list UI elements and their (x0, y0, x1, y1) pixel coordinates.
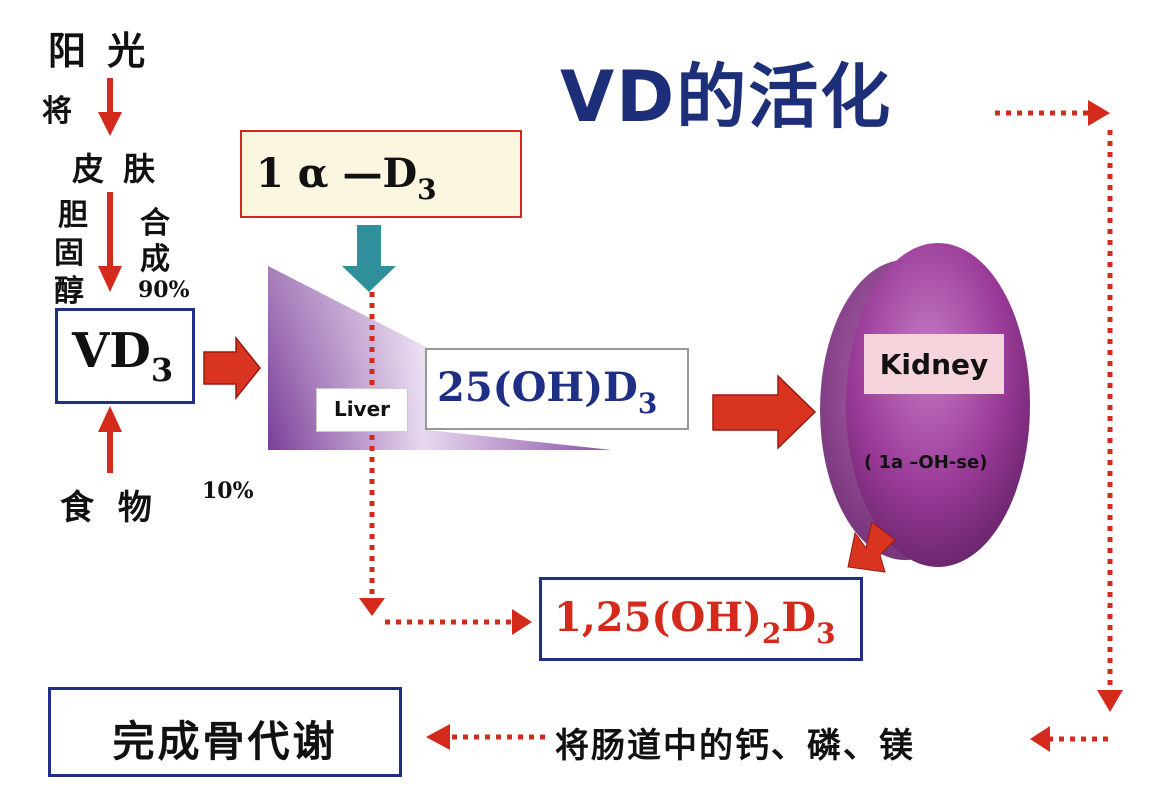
liver-dotted-down-head (359, 598, 385, 616)
page-title: VD的活化 (560, 56, 893, 138)
kidney-to-final-arrow (847, 521, 896, 573)
title-dotted-right-head (1088, 100, 1110, 126)
right-dotted-down-head (1097, 690, 1123, 712)
synthesis-label-2: 成 (140, 242, 170, 277)
kidney-label: Kidney (864, 334, 1004, 394)
synthesis-label-1: 合 (140, 206, 170, 241)
alpha-down-arrow (342, 225, 396, 292)
cholesterol-label-1: 胆 (58, 198, 88, 233)
cholesterol-label-3: 醇 (54, 274, 84, 309)
alpha-d3-subscript: 3 (417, 173, 437, 206)
final-d3-box: 1,25(OH)2D3 (539, 577, 863, 661)
food-label: 食 物 (60, 488, 158, 528)
will-label: 将 (42, 94, 72, 129)
vd3-to-liver-arrow (203, 335, 261, 401)
alpha-d3-text: 1 α —D (256, 150, 418, 197)
sun-to-skin-arrow (98, 78, 122, 136)
vd3-subscript: 3 (150, 351, 174, 389)
final-d3-subscript-2: 3 (816, 617, 836, 650)
percent-10-label: 10% (202, 478, 254, 504)
bottom-left-dotted-head (426, 724, 450, 750)
skin-label: 皮 肤 (72, 150, 160, 188)
final-d3-subscript-1: 2 (761, 617, 782, 650)
final-d3-text-b: D (781, 594, 817, 641)
final-d3-text-a: 1,25(OH) (554, 594, 762, 641)
vd3-box: VD3 (55, 308, 195, 404)
oh-d3-text: 25(OH)D (437, 364, 638, 411)
liver-label: Liver (316, 388, 408, 432)
food-to-vd3-arrow (98, 406, 122, 473)
skin-to-vd3-arrow (98, 192, 122, 292)
liver-dotted-right-head (512, 609, 532, 635)
bottom-right-dotted-head (1030, 726, 1050, 752)
liver-to-kidney-arrow (712, 374, 817, 450)
sunlight-label: 阳 光 (48, 29, 150, 73)
percent-90-label: 90% (138, 277, 190, 303)
vd3-text: VD (72, 323, 151, 379)
intestine-label: 将肠道中的钙、磷、镁 (555, 726, 915, 766)
alpha-d3-box: 1 α —D3 (240, 130, 522, 218)
enzyme-label: ( 1a –OH-se) (864, 452, 988, 473)
oh-d3-subscript: 3 (637, 387, 658, 420)
cholesterol-label-2: 固 (54, 236, 84, 271)
kidney-shape (820, 243, 1030, 567)
bone-metabolism-box: 完成骨代谢 (48, 687, 402, 777)
oh-d3-box: 25(OH)D3 (425, 348, 689, 430)
